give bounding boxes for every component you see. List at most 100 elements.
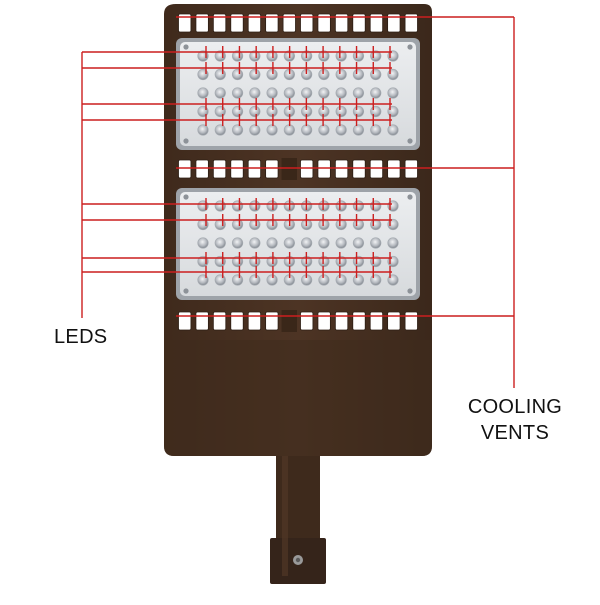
led xyxy=(266,237,278,249)
led xyxy=(352,124,365,136)
led xyxy=(197,237,209,249)
led xyxy=(283,124,295,136)
vent-slot xyxy=(247,159,262,179)
led xyxy=(335,237,347,249)
vent-slot xyxy=(247,13,262,33)
vent-slot xyxy=(369,159,384,179)
callout-lines xyxy=(81,16,515,388)
vent-slot xyxy=(300,311,314,331)
led xyxy=(249,218,261,231)
cooling-vents-label: COOLING VENTS xyxy=(464,394,566,446)
panel-screw xyxy=(407,44,413,50)
led xyxy=(266,68,278,81)
panel-screw xyxy=(183,44,189,50)
led xyxy=(318,50,330,62)
led xyxy=(318,218,330,231)
vent-slot xyxy=(247,311,262,331)
led xyxy=(318,255,330,268)
vent-slot xyxy=(212,13,227,33)
vent-slot xyxy=(230,13,244,33)
led xyxy=(387,68,399,81)
led xyxy=(249,87,261,99)
led xyxy=(352,274,365,286)
led xyxy=(318,68,330,81)
vent-slot xyxy=(230,159,244,179)
led xyxy=(352,68,365,81)
panel-screw xyxy=(407,288,413,294)
led xyxy=(266,105,278,118)
led xyxy=(231,50,244,62)
led xyxy=(266,124,278,136)
vent-slot xyxy=(265,13,279,33)
led xyxy=(214,274,226,286)
led xyxy=(370,200,382,212)
led xyxy=(249,274,261,286)
leds-label: LEDS xyxy=(54,326,108,348)
led xyxy=(231,200,244,212)
led xyxy=(266,50,278,62)
led xyxy=(387,124,399,136)
led xyxy=(231,68,244,81)
led xyxy=(370,218,382,231)
led xyxy=(266,274,278,286)
led xyxy=(231,218,244,231)
led xyxy=(249,200,261,212)
led xyxy=(197,218,209,231)
vent-slot xyxy=(352,159,366,179)
panel-screw xyxy=(407,194,413,200)
led xyxy=(352,87,365,99)
led xyxy=(249,68,261,81)
vent-slot xyxy=(387,159,401,179)
vent-slot xyxy=(352,13,366,33)
led xyxy=(387,237,399,249)
vent-slot xyxy=(387,13,401,33)
led xyxy=(352,218,365,231)
vent-slot xyxy=(404,13,418,33)
led xyxy=(214,218,226,231)
vent-slot xyxy=(178,159,192,179)
panel-screw xyxy=(183,194,189,200)
vent-slot xyxy=(369,311,384,331)
vent-slot xyxy=(282,13,296,33)
vent-row xyxy=(178,158,418,180)
led xyxy=(283,237,295,249)
panel-screw xyxy=(183,138,189,144)
led xyxy=(370,124,382,136)
led xyxy=(231,105,244,118)
led xyxy=(335,87,347,99)
led xyxy=(318,200,330,212)
led-panel xyxy=(176,188,420,300)
vent-slot xyxy=(178,311,192,331)
led xyxy=(335,50,347,62)
led xyxy=(370,105,382,118)
led xyxy=(266,87,278,99)
led xyxy=(352,105,365,118)
led xyxy=(335,274,347,286)
led xyxy=(231,124,244,136)
cooling-vents-label-line1: COOLING xyxy=(467,396,563,418)
led xyxy=(387,218,399,231)
vent-slot xyxy=(387,311,401,331)
led xyxy=(370,68,382,81)
vent-row xyxy=(178,13,418,33)
led xyxy=(301,124,313,136)
led xyxy=(352,50,365,62)
vent-slot xyxy=(178,13,192,33)
cooling-vents-label-line2: VENTS xyxy=(480,422,550,444)
led xyxy=(249,50,261,62)
led xyxy=(301,237,313,249)
led xyxy=(231,237,244,249)
led xyxy=(214,124,226,136)
led xyxy=(249,124,261,136)
led xyxy=(352,237,365,249)
led xyxy=(335,68,347,81)
vent-slot xyxy=(334,311,349,331)
vent-slot xyxy=(404,311,418,331)
led xyxy=(197,274,209,286)
led xyxy=(318,105,330,118)
led xyxy=(370,87,382,99)
led xyxy=(387,105,399,118)
led xyxy=(197,87,209,99)
led xyxy=(214,87,226,99)
